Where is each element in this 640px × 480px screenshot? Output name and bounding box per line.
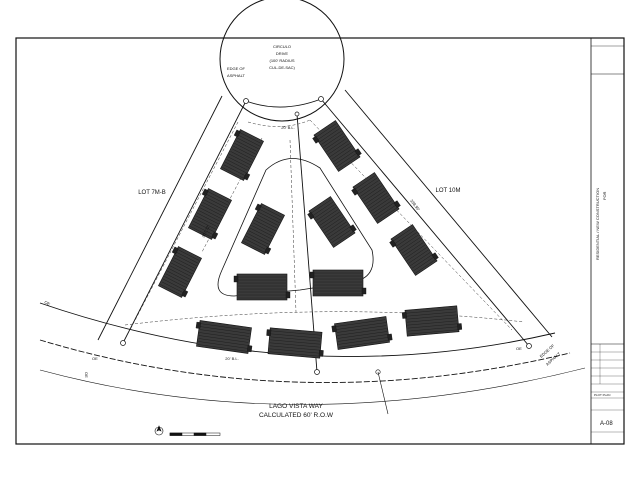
sheet-number: A-08 <box>600 421 613 427</box>
edge-asphalt-left-1: EDGE OF <box>227 66 246 71</box>
plan-labels: CIRCULO DRIVE (100' RADIUS CUL-DE-SAC) E… <box>44 44 562 419</box>
project-title: RESIDENTIAL / NEW CONSTRUCTION <box>595 188 600 260</box>
lot-boundaries <box>97 89 553 373</box>
inner-drive <box>217 158 374 297</box>
building-footprint <box>195 320 253 354</box>
circulo-label-1: CIRCULO <box>273 44 291 49</box>
sheet-name: PLOT PLAN <box>594 393 610 397</box>
road-row-label: CALCULATED 60' R.O.W <box>259 412 334 419</box>
oe-label-1: OE <box>44 300 52 307</box>
building-footprint <box>389 224 439 276</box>
scale-bar <box>169 432 221 436</box>
bl-top-label: 20' B.L. <box>281 125 294 130</box>
property-markers <box>120 96 532 375</box>
lot-left-label: LOT 7M-B <box>138 190 166 196</box>
road-name-label: LAGO VISTA WAY <box>269 403 323 410</box>
project-for: FOR <box>602 191 607 200</box>
circulo-label-3: (100' RADIUS <box>270 58 295 63</box>
buildings <box>158 120 463 359</box>
building-footprint <box>188 188 232 240</box>
building-footprint <box>351 172 401 224</box>
building-footprint <box>220 129 264 181</box>
building-footprint <box>266 327 324 359</box>
oe-label-2: OE <box>84 372 89 378</box>
dim-right-label: 338.95' <box>409 198 421 212</box>
building-footprint <box>158 246 202 298</box>
sheet-border <box>15 37 625 445</box>
edge-asphalt-left-2: ASPHALT <box>227 73 245 78</box>
oe-label-4: OE <box>516 346 522 351</box>
building-footprint <box>401 305 463 337</box>
north-arrow <box>154 425 164 436</box>
oe-label-3: OE <box>92 356 98 361</box>
utility-pole <box>375 369 389 415</box>
cul-de-sac <box>219 0 345 122</box>
circulo-label-2: DRIVE <box>276 51 289 56</box>
building-footprint <box>312 120 362 172</box>
building-footprint <box>307 196 357 248</box>
building-footprint <box>233 273 291 301</box>
dim-left-label: 307.72' <box>201 224 211 238</box>
building-footprint <box>241 203 285 255</box>
building-footprint <box>331 316 393 350</box>
building-footprint <box>309 269 367 297</box>
lot-right-label: LOT 10M <box>436 188 461 194</box>
circulo-label-4: CUL-DE-SAC) <box>269 65 295 70</box>
bl-bottom-label: 20' B.L. <box>225 356 238 361</box>
title-block: RESIDENTIAL / NEW CONSTRUCTION FOR PLOT … <box>591 45 624 433</box>
